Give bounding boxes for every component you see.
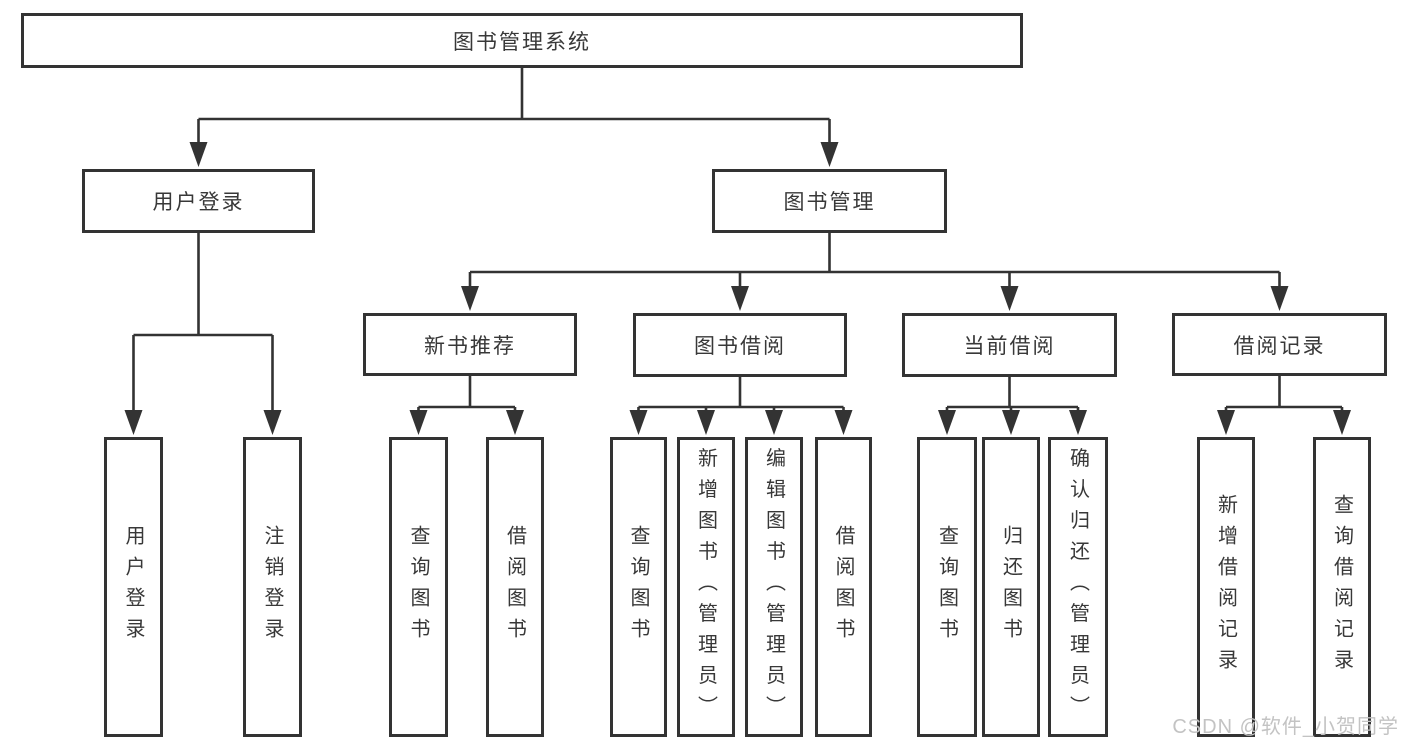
node-current-borrow-label: 当前借阅 — [963, 335, 1056, 358]
leaf-recommend-query-book: 查询图书 — [389, 437, 448, 737]
arrowhead — [938, 410, 956, 435]
leaf-user-login-label: 用户登录 — [122, 525, 144, 649]
node-borrow-records: 借阅记录 — [1172, 313, 1387, 376]
node-book-management: 图书管理 — [712, 169, 947, 233]
node-user-login: 用户登录 — [82, 169, 315, 233]
arrowhead — [834, 410, 853, 435]
leaf-logout-label: 注销登录 — [261, 525, 283, 649]
leaf-records-add-record: 新增借阅记录 — [1197, 437, 1255, 737]
leaf-user-login: 用户登录 — [104, 437, 163, 737]
leaf-recommend-borrow-book-label: 借阅图书 — [503, 525, 526, 649]
leaf-recommend-borrow-book: 借阅图书 — [486, 437, 544, 737]
node-book-management-label: 图书管理 — [783, 191, 876, 214]
arrowhead — [1333, 410, 1351, 435]
leaf-current-confirm-return-admin-label: 确认归还（管理员） — [1066, 447, 1089, 727]
arrowhead — [124, 410, 143, 435]
node-borrow-records-label: 借阅记录 — [1233, 334, 1326, 358]
node-book-borrow: 图书借阅 — [633, 313, 847, 377]
leaf-records-query-record: 查询借阅记录 — [1313, 437, 1371, 737]
leaf-current-confirm-return-admin: 确认归还（管理员） — [1048, 437, 1108, 737]
leaf-borrow-borrow-book-label: 借阅图书 — [832, 525, 854, 649]
node-library-system: 图书管理系统 — [21, 13, 1023, 68]
leaf-borrow-edit-book-admin-label: 编辑图书（管理员） — [762, 447, 785, 727]
arrowhead — [765, 410, 783, 435]
arrowhead — [731, 286, 749, 311]
arrowhead — [461, 286, 479, 311]
leaf-borrow-query-book-label: 查询图书 — [627, 525, 649, 649]
arrowhead — [1217, 410, 1235, 435]
arrowhead — [1000, 286, 1019, 311]
leaf-borrow-add-book-admin-label: 新增图书（管理员） — [694, 447, 717, 727]
arrowhead — [263, 410, 282, 435]
watermark: CSDN @软件_小贺同学 — [1172, 716, 1399, 738]
arrowhead — [697, 410, 715, 435]
leaf-records-query-record-label: 查询借阅记录 — [1330, 494, 1353, 680]
node-book-borrow-label: 图书借阅 — [694, 335, 786, 358]
arrowhead — [820, 142, 839, 167]
leaf-records-add-record-label: 新增借阅记录 — [1214, 494, 1237, 680]
leaf-logout: 注销登录 — [243, 437, 302, 737]
node-new-book-recommend-label: 新书推荐 — [424, 334, 516, 358]
arrowhead — [1270, 286, 1289, 311]
leaf-borrow-add-book-admin: 新增图书（管理员） — [677, 437, 735, 737]
leaf-borrow-edit-book-admin: 编辑图书（管理员） — [745, 437, 803, 737]
arrowhead — [506, 410, 524, 435]
leaf-recommend-query-book-label: 查询图书 — [407, 525, 429, 649]
leaf-borrow-borrow-book: 借阅图书 — [815, 437, 872, 737]
node-current-borrow: 当前借阅 — [902, 313, 1117, 377]
node-library-system-label: 图书管理系统 — [453, 30, 591, 54]
leaf-borrow-query-book: 查询图书 — [610, 437, 667, 737]
arrowhead — [409, 410, 428, 435]
arrowhead — [1002, 410, 1020, 435]
node-user-login-label: 用户登录 — [152, 191, 245, 214]
arrowhead — [1069, 410, 1087, 435]
leaf-current-query-book-label: 查询图书 — [935, 525, 958, 649]
leaf-current-return-book-label: 归还图书 — [999, 525, 1022, 649]
arrowhead — [189, 142, 208, 167]
leaf-current-return-book: 归还图书 — [982, 437, 1040, 737]
node-new-book-recommend: 新书推荐 — [363, 313, 577, 376]
arrowhead — [629, 410, 648, 435]
leaf-current-query-book: 查询图书 — [917, 437, 977, 737]
